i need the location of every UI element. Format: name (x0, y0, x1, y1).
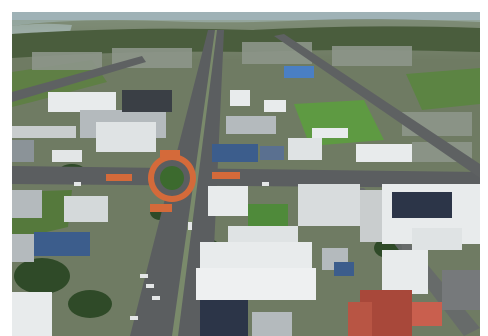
buildings-upper-left (12, 90, 172, 162)
aerial-town-photo (12, 12, 480, 336)
buildings-right (298, 184, 480, 294)
pedestrian-crossings (106, 150, 240, 212)
residential-blocks (32, 42, 472, 162)
cross-street (12, 166, 480, 188)
right-field (406, 68, 480, 110)
diagonal-road-right (274, 34, 480, 178)
sea-horizon (12, 12, 480, 26)
diagonal-road-left (12, 56, 146, 102)
buildings-lower-center (196, 186, 316, 336)
buildings-upper-center (212, 66, 412, 162)
red-roof-buildings (348, 290, 442, 336)
roundabout-center (160, 166, 184, 190)
buildings-lower-left (12, 190, 108, 336)
parking-lot (442, 270, 480, 310)
cars (74, 182, 269, 320)
